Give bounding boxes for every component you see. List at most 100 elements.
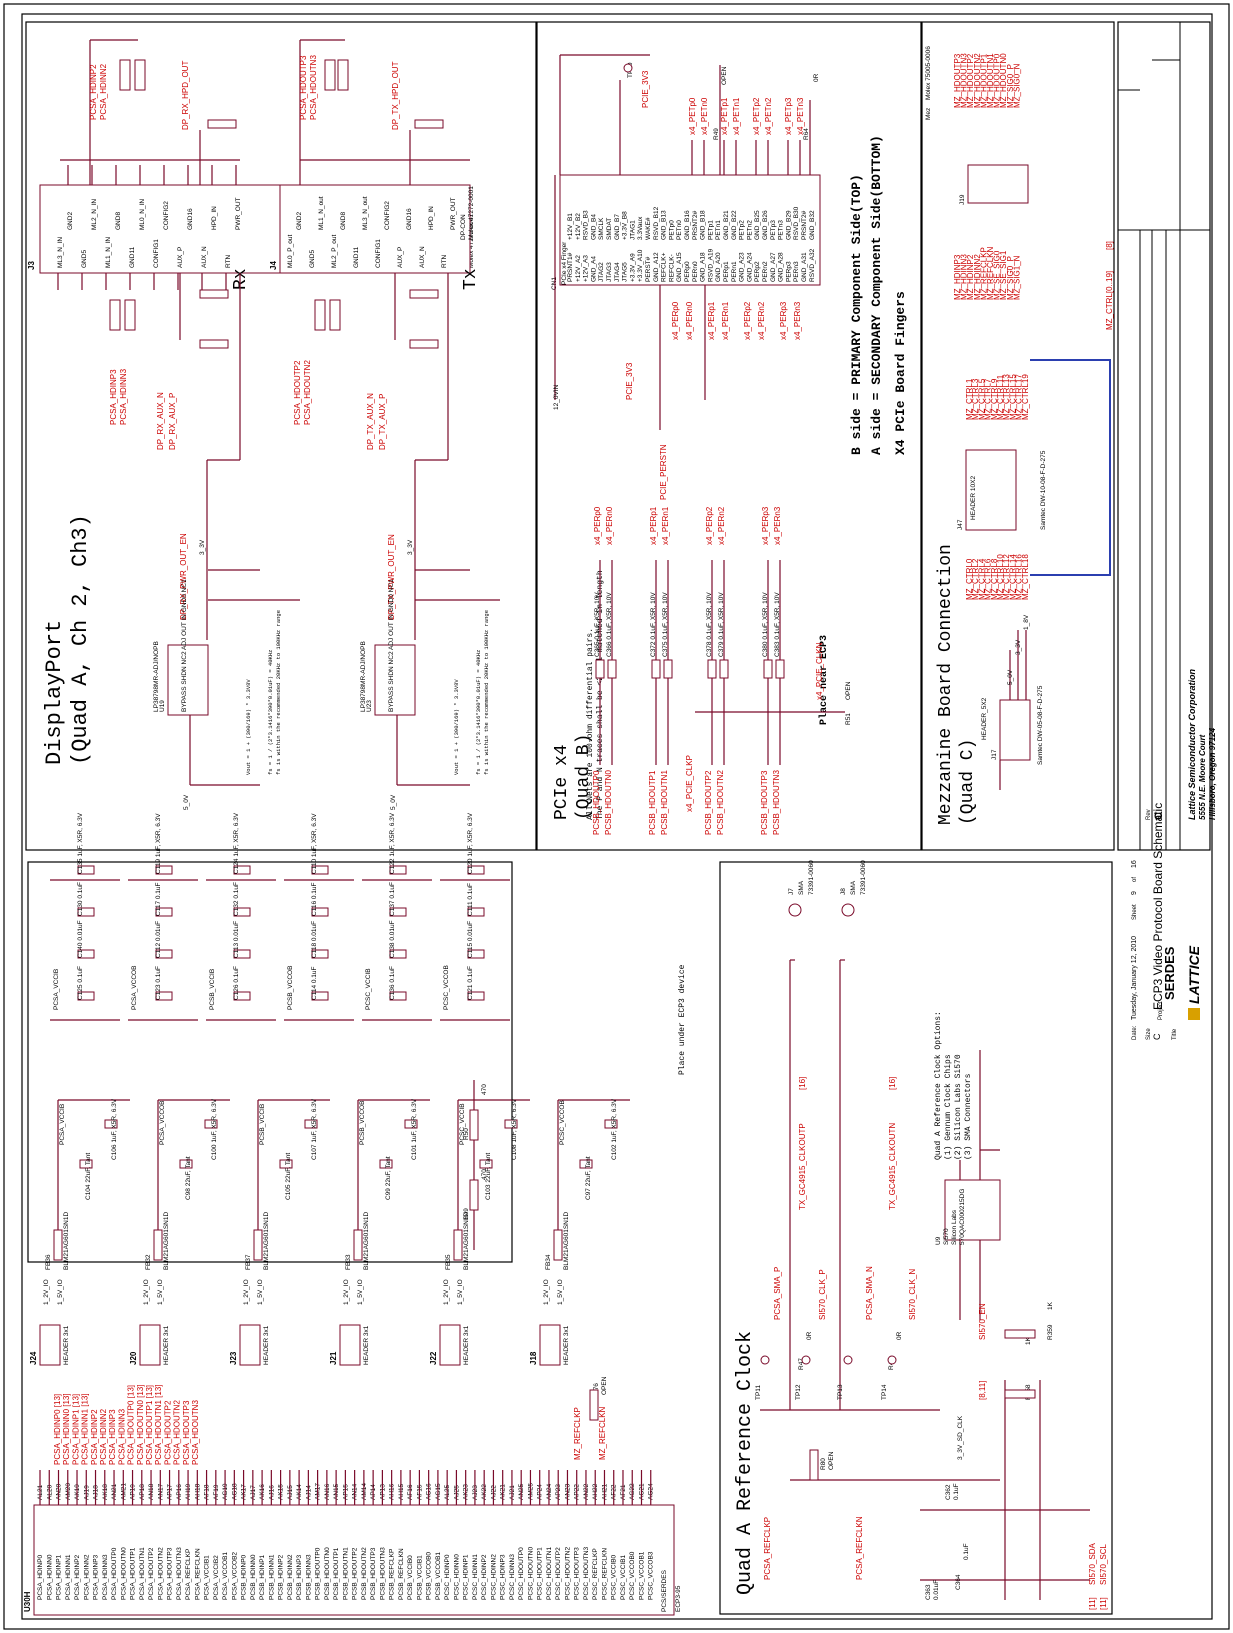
tant-cap-label: C104 22uF, Tant [85,1153,92,1200]
u30h-pin: PCSA_HDINN0 [46,1554,53,1600]
decoupling-cap-label: C113 0.01uF [233,921,240,958]
u30h-net: PCSA_HDINP0 [13] [53,1394,62,1465]
pcie-ac-cap [763,659,773,679]
u9-si570: U9 Si570 Silicon Labs 570QAC000215DG [935,1179,1001,1245]
j17-wiring [999,630,1027,790]
bulk-cap [304,1119,318,1129]
bulk-cap [204,1119,218,1129]
decoupling-cap-label: C137 0.1uF [389,882,396,916]
r76-label: R76 [593,1383,600,1395]
cn1-pin-a: JTAG4 [614,262,621,282]
u30h-pin: PCSB_HDINP0 [241,1554,248,1600]
net-gc-p-ref: [16] [798,1077,807,1090]
r80-body [809,1449,819,1481]
filter-net: PCSB_VCCIB [259,1104,266,1145]
decoupling-cap [77,907,95,917]
pcie-rx-net: x4_PERp3 [779,301,788,340]
place-under-note: Place under ECP3 device [678,964,687,1075]
decoupling-cap [311,991,329,1001]
net-pcsa-hdoutn3: PCSA_HDOUTN3 [309,55,318,120]
u23-part: LP38798MR-ADJ/NOPB [360,641,367,712]
decoupling-cap-label: C120 1uF, X5R, 6.3V [467,812,474,874]
decoupling-cap-label: C114 0.1uF [311,966,318,1000]
decoupling-cap-label: C126 0.1uF [233,966,240,1000]
net-dp-rx-aux-p: DP_RX_AUX_P [168,393,177,450]
bulk-cap [404,1119,418,1129]
j4-ref: J4 [269,261,278,270]
decoupling-cap-label: C140 0.01uF [77,920,84,958]
u30h-pin: PCSC_HDOUTN3 [583,1547,590,1600]
pcie-rx-net-cap: x4_PERp3 [761,506,770,545]
sheet-border [3,3,1230,1630]
u30h-net: PCSA_HDINN1 [13] [81,1393,90,1465]
decoupling-group: PCSC_VCCIB [365,968,372,1010]
u30h-pin: PCSC_HDOUTP1 [537,1547,544,1600]
power-1v5-io: 1_5V_IO [457,1279,464,1305]
j3-mfr: Molex 47272-0001 [468,214,475,268]
u23-pins: BYPASS SHDN NC2 ADJ OUT IN GND0 NC1 [388,579,395,712]
j17-header: J17 HEADER_5X2 Samtec DW-05-08-F-D-275 [981,685,1044,765]
r49-open-label: OPEN [721,66,728,85]
j8-sma-icon [841,903,855,917]
u30h-pin: PCSB_HDOUTN3 [379,1547,386,1600]
j4-pin-left: GND11 [353,246,360,268]
mz-ctrl-left: MZ_CTRL12 [1002,554,1011,600]
net-dp-tx-pwr-en: DP_TX_PWR_OUT_EN [387,534,396,620]
vout-rx-note: Vout = 1 + (390/169) * 3.3V8V [245,679,252,775]
cn1-pin-b: JTAG1 [629,220,636,240]
j4-pin-right: GND8 [340,212,347,230]
cn1-pin-b: GND_B25 [754,210,761,240]
u30h-device: U30H ECP3-95 PCS/SERDES PCSA_HDINP0AL21P… [23,1470,682,1616]
net-si570-en: SI570_EN [978,1303,987,1340]
cn1-pin-b: RSVD_B3 [583,210,590,240]
r49-pcie-label: R49 [713,128,720,140]
cn1-pin-b: +12V_B2 [575,213,582,240]
j4-pin-right: ML1_N_out [318,196,325,230]
r47-label: R47 [798,1358,805,1370]
u30h-pin: PCSC_VCCIB1 [620,1554,627,1600]
decoupling-cap-label: C115 0.01uF [467,921,474,958]
net-pcie-3v3-top: PCIE_3V3 [641,70,650,108]
u30h-pin: PCSC_HDINP1 [463,1554,470,1600]
c364-label: C364 [955,1574,962,1590]
ferrite-part: BLM21AG601SN1D [363,1212,370,1270]
displayport-subtitle: (Quad A, Ch 2, Ch3) [68,514,93,765]
mezz-right-net: MZ_HDOUTN3 [960,53,969,108]
pcie-cap-label: C380 0.1uF, X5R, 10V [762,592,769,657]
pcie-rx-net-cap: x4_PERn2 [717,506,726,545]
decoupling-cap-label: C132 0.1uF [233,882,240,916]
tant-cap-label: C97 22uF, Tant [585,1156,592,1200]
net-si570-p: SI570_CLK_P [818,1269,827,1320]
filter-net: PCSA_VCCIB [59,1104,66,1145]
mezz-left-net: MZ_SE_SIG0 [993,250,1002,300]
pcie-rx-net-cap: x4_PERn3 [773,506,782,545]
j47-mfr: Samtec DW-10-08-F-D-275 [1040,450,1047,530]
u30h-net: PCSA_HDINP1 [13] [71,1394,80,1465]
power-1v2-io: 1_2V_IO [343,1279,350,1305]
u30h-net: PCSA_HDOUTN2 [173,1400,182,1465]
title-block [1117,21,1211,851]
cn1-pin-a: GND_A20 [715,252,722,282]
j8-ref: J8 [840,888,847,895]
r359-label: R359 [1047,1324,1054,1340]
net-pcsa-hdinn2: PCSA_HDINN2 [99,63,108,120]
cn1-pin-b: GND_B4 [590,214,597,240]
ferrite-bead [553,1229,563,1261]
net-pcsa-hdoutp2: PCSA_HDOUTP2 [293,360,302,425]
net-dp-rx-aux-n: DP_RX_AUX_N [156,392,165,450]
cn1-pin-b: GND_B26 [762,210,769,240]
decoupling-cap-label: C118 0.01uF [311,921,318,958]
power-3v3-mezz: 3_3V [1015,639,1022,655]
tant-cap [379,1159,393,1169]
pcie-cap-label: C375 0.1uF, X5R, 10V [662,592,669,657]
header-ref: J23 [229,1351,238,1365]
header-ref: J24 [29,1351,38,1365]
pcie-rx-net: x4_PERp2 [743,301,752,340]
j17-type: HEADER_5X2 [981,697,988,740]
company-address-1: 5555 N.E. Moore Court [1198,734,1207,820]
j19-mfr: Molex 75005-0006 [925,46,932,100]
cn1-pin-b: GND_B7 [614,214,621,240]
cn1-pin-b: PETn0 [676,220,683,240]
u30h-net: PCSA_HDINN0 [13] [62,1393,71,1465]
power-3v3-sdclk: 3_3V_SD_CLK [957,1415,964,1460]
